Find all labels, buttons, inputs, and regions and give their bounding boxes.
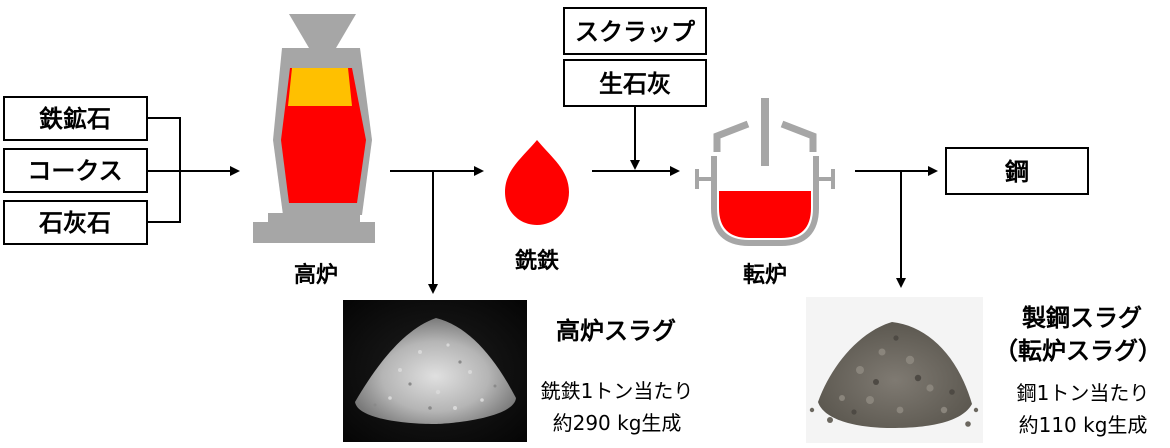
input-coke-label: コークス — [27, 157, 122, 185]
quicklime-label: 生石灰 — [599, 70, 671, 98]
input-limestone-box: 石灰石 — [3, 200, 148, 245]
input-iron-ore-label: 鉄鉱石 — [39, 105, 111, 133]
steel-slag-rate-line1: 鋼1トン当たり — [1017, 381, 1150, 405]
input-limestone-label: 石灰石 — [38, 209, 111, 237]
converter-icon — [695, 98, 835, 246]
scrap-label: スクラップ — [575, 18, 696, 46]
bf-slag-title: 高炉スラグ — [556, 317, 676, 345]
bf-slag-rate-line1: 銑鉄1トン当たり — [541, 379, 694, 403]
steel-slag-rate-line2: 約110 kg生成 — [1019, 413, 1148, 437]
blast-furnace-label: 高炉 — [294, 262, 338, 288]
steel-slag-title: 製鋼スラグ — [1022, 304, 1142, 332]
quicklime-box: 生石灰 — [563, 59, 707, 107]
converter-label: 転炉 — [743, 262, 787, 288]
bf-slag-rate-line2: 約290 kg生成 — [553, 411, 682, 435]
pig-iron-droplet-icon — [505, 140, 569, 225]
steel-box: 鋼 — [945, 147, 1089, 195]
steel-slag-subtitle: （転炉スラグ） — [994, 337, 1162, 365]
bf-slag-photo — [343, 300, 527, 442]
input-coke-box: コークス — [3, 148, 148, 193]
blast-furnace-icon — [253, 14, 375, 243]
pig-iron-label: 銑鉄 — [514, 248, 559, 274]
steel-label: 鋼 — [1005, 158, 1029, 186]
steel-slag-photo — [806, 297, 983, 443]
scrap-box: スクラップ — [563, 7, 707, 55]
input-iron-ore-box: 鉄鉱石 — [3, 96, 148, 141]
